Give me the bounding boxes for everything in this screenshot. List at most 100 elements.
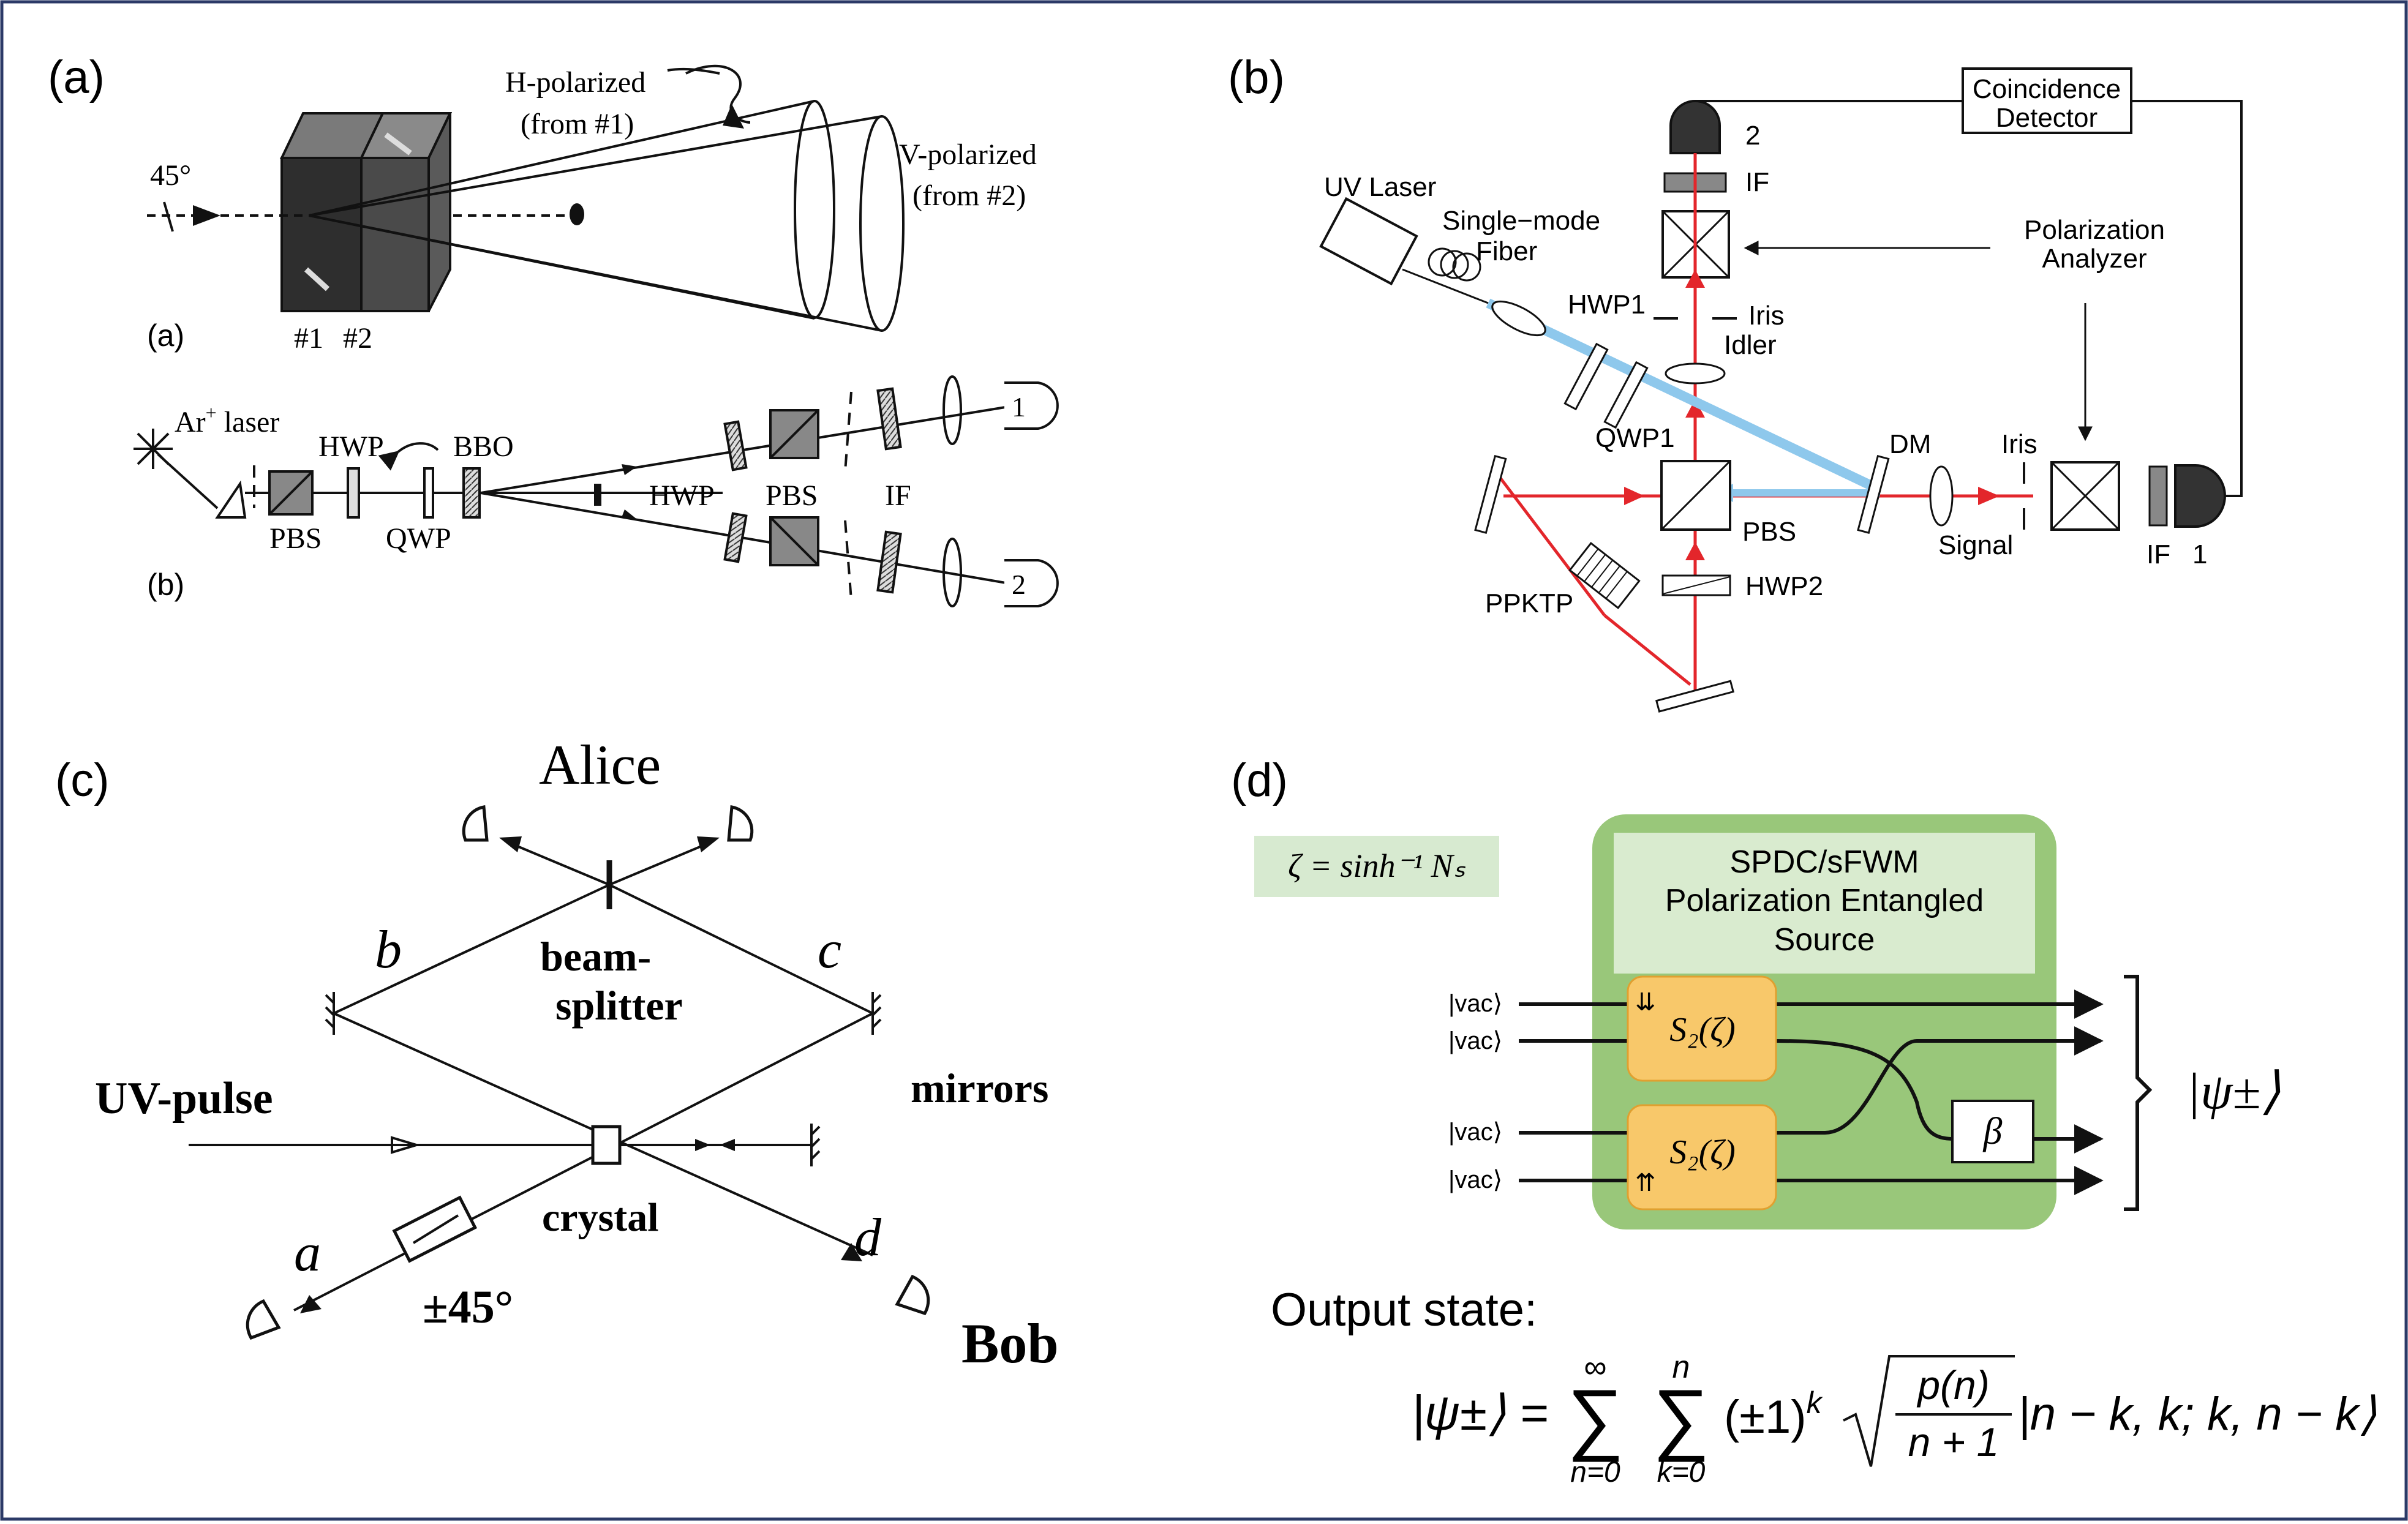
detector-1-label: 1: [1012, 391, 1026, 422]
crystal-1-label: #1: [294, 322, 323, 355]
panel-a: (a) 45° H-polarized (from #1): [48, 51, 1059, 607]
panel-d-letter: (d): [1231, 754, 1288, 806]
phase-beta-box: [1951, 1100, 2034, 1163]
pbs-label: PBS: [269, 522, 322, 555]
dichroic-mirror: [1857, 454, 1890, 535]
if-top-label: IF: [1745, 167, 1769, 197]
ar-laser-label: Ar+ laser: [175, 402, 279, 438]
beam-splitter-label-1: beam-: [540, 933, 651, 980]
h-pointer-arrow-icon: [723, 104, 744, 129]
mirror-back: [810, 1124, 821, 1166]
ppktp-label: PPKTP: [1485, 588, 1573, 618]
squeezer-top: [1627, 975, 1777, 1082]
polarization-analyzer-label-1: Polarization: [2024, 215, 2165, 245]
beam-splitter-label-2: splitter: [555, 982, 683, 1029]
single-mode-label-1: Single−mode: [1442, 206, 1600, 236]
path-c-label: c: [818, 920, 841, 980]
psi-output-label: |ψ±⟩: [2186, 1063, 2281, 1120]
sum-n-symbol: ∑: [1567, 1373, 1624, 1462]
detector-2-icon: [1004, 559, 1059, 607]
zeta-definition: ζ = sinh⁻¹ Nₛ: [1288, 847, 1466, 884]
iris-right-label: Iris: [2001, 429, 2037, 459]
mirror-left: [1474, 454, 1507, 535]
vac-label-4: |vac⟩: [1448, 1166, 1502, 1193]
pump-arrow-icon: [193, 205, 220, 226]
qwp-label: QWP: [386, 522, 451, 555]
phase-beta-label: β: [1983, 1111, 2003, 1152]
sum-k-bottom: k=0: [1657, 1456, 1706, 1488]
coincidence-label-1: Coincidence: [1973, 74, 2121, 104]
v-polarized-label: V-polarized: [899, 138, 1037, 171]
bbo-crystal-pair: [279, 112, 453, 312]
source-title-box: [1614, 833, 2035, 974]
detector-1-label: 1: [2192, 539, 2207, 569]
sign-term: (±1)k: [1724, 1386, 1824, 1443]
mirrors-label: mirrors: [911, 1065, 1048, 1111]
alice-detector-left-icon: [462, 805, 489, 842]
panel-a-letter: (a): [48, 51, 105, 103]
lens-signal: [1929, 465, 1954, 527]
ppktp-crystal: [1568, 542, 1641, 609]
source-title-2: Polarization Entangled: [1665, 883, 1984, 918]
qwp1-label: QWP1: [1595, 423, 1675, 453]
single-mode-label-2: Fiber: [1476, 236, 1537, 266]
pbs-upper-label: PBS: [766, 479, 818, 512]
lens-idler: [1665, 362, 1726, 385]
vac-label-1: |vac⟩: [1448, 990, 1502, 1017]
detector-2-label: 2: [1012, 569, 1026, 600]
bbo-crystal: [462, 467, 481, 519]
squeezer-bottom-label: S₂(ζ): [1669, 1133, 1735, 1171]
mirror-left: [325, 992, 335, 1035]
pbs-label: PBS: [1742, 517, 1796, 547]
alice-detector-right-icon: [727, 805, 754, 842]
uv-pulse-label: UV-pulse: [95, 1073, 273, 1124]
bob-label: Bob: [961, 1312, 1059, 1375]
crystal-label: crystal: [542, 1195, 659, 1240]
iris-top-label: Iris: [1748, 301, 1785, 331]
pump-dump-icon: [570, 203, 584, 225]
lens-pump: [1491, 300, 1546, 337]
coincidence-label-2: Detector: [1996, 103, 2098, 133]
output-state-label: Output state:: [1271, 1284, 1537, 1336]
beam-block: [594, 484, 601, 506]
pump-angle-label: 45°: [150, 159, 191, 192]
panel-b: (b) Coincidence Detector 2 IF: [1228, 51, 2243, 713]
sum-k-symbol: ∑: [1653, 1373, 1710, 1462]
panel-c: (c) Alice: [55, 734, 1059, 1375]
polarization-analyzer-label-2: Analyzer: [2042, 244, 2147, 274]
bob-detector-icon: [895, 1274, 930, 1316]
uv-laser-label: UV Laser: [1324, 172, 1436, 202]
path-d-label: d: [854, 1208, 882, 1267]
qwp1-plate: [1603, 361, 1649, 429]
prism-icon: [215, 480, 247, 519]
panel-a-sub-b-label: (b): [147, 568, 184, 602]
idler-label: Idler: [1724, 330, 1777, 360]
qwp-plate: [423, 467, 434, 519]
hwp-upper-label: HWP: [649, 479, 715, 512]
panel-c-letter: (c): [55, 754, 110, 806]
frac-denominator: n + 1: [1908, 1419, 2000, 1465]
hwp1-plate: [1563, 342, 1609, 411]
if-right-label: IF: [2147, 539, 2170, 569]
output-state-formula: |ψ±⟩ = ∞ ∑ n=0 n ∑ k=0 (±1)k p(n) n + 1 …: [1412, 1349, 2377, 1488]
hwp1-label: HWP1: [1568, 290, 1646, 320]
hwp2-label: HWP2: [1745, 571, 1823, 601]
signal-label: Signal: [1938, 530, 2013, 560]
angle-label: ±45°: [423, 1282, 513, 1333]
mirror-right: [871, 992, 882, 1035]
hwp-label: HWP: [318, 430, 384, 463]
dm-label: DM: [1889, 429, 1931, 459]
if-filter-lower: [876, 530, 902, 594]
formula-ket: |n − k, k; k, n − k⟩: [2018, 1388, 2377, 1440]
path-b-label: b: [375, 920, 402, 980]
panel-a-sub-a-label: (a): [147, 318, 184, 353]
spin-down-icon: ⇊: [1635, 989, 1656, 1016]
mirror-bottom: [1655, 680, 1735, 713]
formula-lhs: |ψ±⟩ =: [1412, 1386, 1548, 1441]
detector-2-icon: [1669, 100, 1721, 154]
source-title-3: Source: [1774, 922, 1875, 958]
path-a-label: a: [294, 1223, 321, 1283]
h-polarized-source: (from #1): [521, 108, 634, 140]
